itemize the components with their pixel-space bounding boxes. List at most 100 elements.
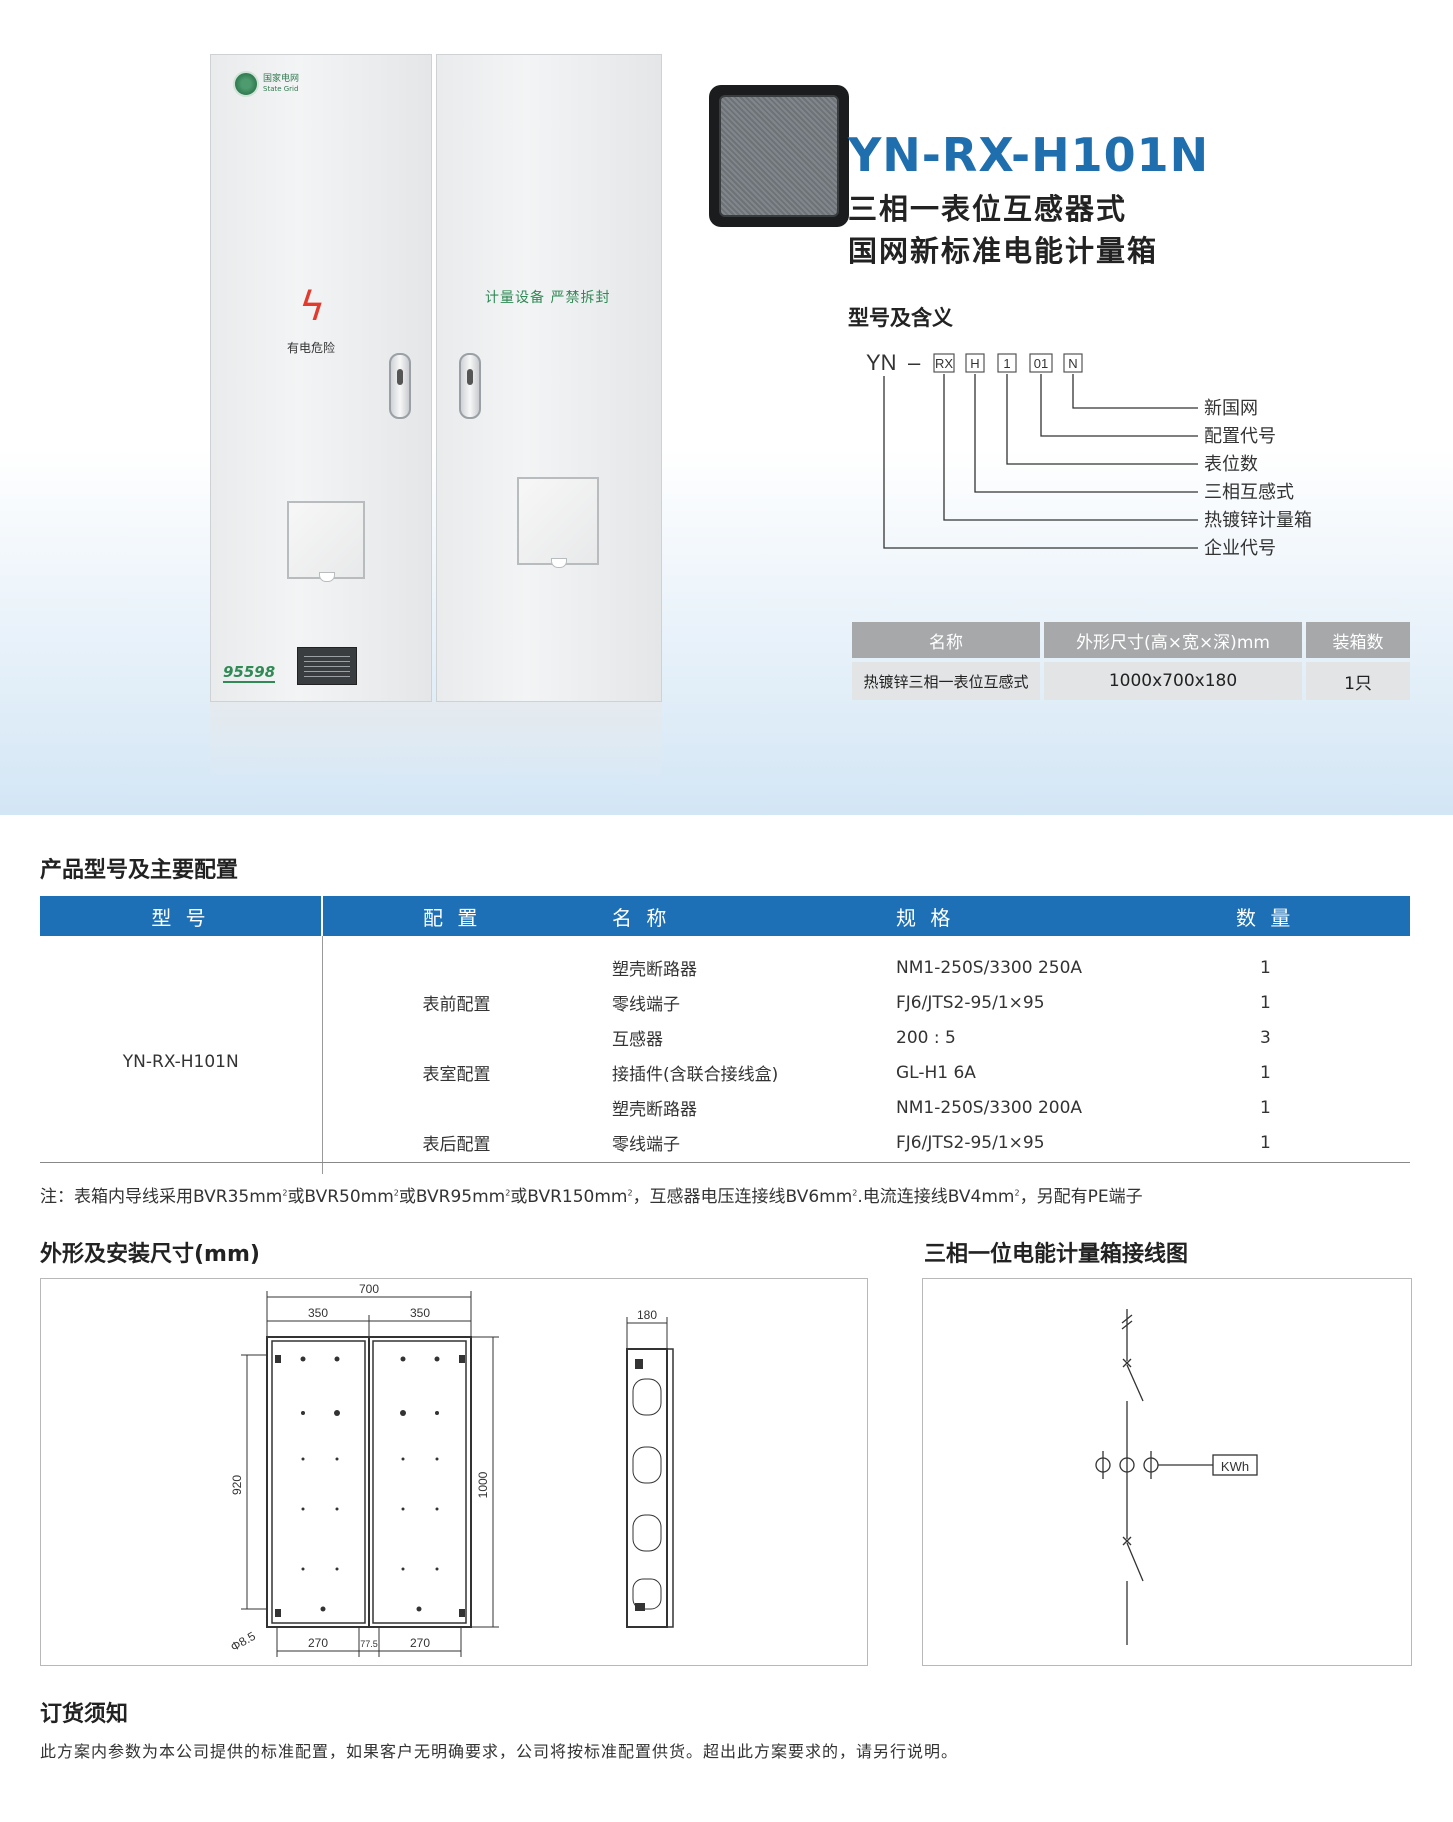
spec-header-qty: 装箱数 xyxy=(1306,622,1410,658)
cabinet-right-door: 计量设备 严禁拆封 xyxy=(436,54,849,702)
dim-bottom-left: 270 xyxy=(308,1636,328,1650)
table-row: 互感器 200 : 5 3 xyxy=(40,1020,1410,1055)
dimension-drawing-box: 700 350 350 920 1000 270 77.5 270 Φ8.5 1… xyxy=(40,1278,868,1666)
note-sup: 2 xyxy=(852,1188,858,1198)
left-door-handle xyxy=(389,353,411,419)
logo-text-cn: 国家电网 xyxy=(263,74,300,84)
config-header-model: 型 号 xyxy=(40,896,323,936)
spec-header-name: 名称 xyxy=(852,622,1040,658)
dim-height-total: 1000 xyxy=(476,1471,490,1498)
meaning-0: 新国网 xyxy=(1204,398,1258,418)
spec-cell-size: 1000x700x180 xyxy=(1044,662,1302,700)
config-group: 表后配置 xyxy=(422,1135,491,1155)
wiring-note: 注：表箱内导线采用BVR35mm2或BVR50mm2或BVR95mm2或BVR1… xyxy=(40,1182,1143,1207)
meaning-3: 三相互感式 xyxy=(1204,482,1294,502)
dim-bottom-mid: 77.5 xyxy=(360,1639,378,1649)
measure-warning: 计量设备 严禁拆封 xyxy=(485,290,611,306)
cabinet-photo: 国家电网 State Grid ϟ 有电危险 95598 计量设备 严禁拆封 xyxy=(210,54,849,702)
code-seg-1: H xyxy=(970,356,979,371)
note-part: 或BVR150mm xyxy=(510,1187,628,1207)
code-seg-0: RX xyxy=(935,356,953,371)
danger-label: 有电危险 xyxy=(287,341,336,355)
config-item-qty: 1 xyxy=(1260,1097,1271,1118)
wiring-diagram: KWh xyxy=(1095,1309,1258,1645)
state-grid-logo: 国家电网 State Grid xyxy=(233,71,299,97)
config-item-name: 互感器 xyxy=(612,1030,663,1050)
config-group: 表前配置 xyxy=(422,995,491,1015)
dim-hole: Φ8.5 xyxy=(228,1629,258,1654)
config-item-name: 塑壳断路器 xyxy=(612,1100,697,1120)
config-table: 型 号 配 置 名 称 规 格 数 量 YN-RX-H101N 塑壳断路器 NM… xyxy=(40,896,1410,1174)
config-group xyxy=(322,1020,572,1055)
config-item-qty: 1 xyxy=(1260,1062,1271,1083)
left-inspection-hatch xyxy=(287,501,365,582)
config-title: 产品型号及主要配置 xyxy=(40,858,239,883)
note-part: 表箱内导线采用BVR35mm xyxy=(74,1187,283,1207)
order-title: 订货须知 xyxy=(40,1702,129,1727)
config-group xyxy=(322,1090,572,1125)
config-item-qty: 1 xyxy=(1260,1132,1271,1153)
note-part: 或BVR95mm xyxy=(398,1187,506,1207)
config-item-name: 塑壳断路器 xyxy=(612,960,697,980)
config-item-spec: 200 : 5 xyxy=(896,1027,956,1048)
state-grid-logo-icon xyxy=(233,71,259,97)
dim-width-half-left: 350 xyxy=(308,1306,328,1320)
nameplate xyxy=(297,647,357,685)
dimension-drawing: 700 350 350 920 1000 270 77.5 270 Φ8.5 1… xyxy=(228,1282,674,1657)
meaning-2: 表位数 xyxy=(1204,454,1258,474)
right-inspection-hatch xyxy=(517,477,599,568)
note-sup: 2 xyxy=(505,1188,511,1198)
note-part: ，互感器电压连接线BV6mm xyxy=(632,1187,853,1207)
hero-section: 国家电网 State Grid ϟ 有电危险 95598 计量设备 严禁拆封 Y… xyxy=(0,0,1453,815)
dim-width-total: 700 xyxy=(359,1282,379,1296)
dim-bottom-right: 270 xyxy=(410,1636,430,1650)
code-seg-4: N xyxy=(1068,356,1077,371)
order-text: 此方案内参数为本公司提供的标准配置，如果客户无明确要求，公司将按标准配置供货。超… xyxy=(40,1742,959,1761)
note-part: ，另配有PE端子 xyxy=(1019,1187,1143,1207)
meaning-1: 配置代号 xyxy=(1204,426,1276,446)
note-part: 或BVR50mm xyxy=(287,1187,394,1207)
note-part: .电流连接线BV4mm xyxy=(857,1187,1015,1207)
product-subtitle-2: 国网新标准电能计量箱 xyxy=(848,234,1159,268)
config-group: 表室配置 xyxy=(422,1065,491,1085)
spec-cell-qty: 1只 xyxy=(1306,662,1410,700)
dim-width-half-right: 350 xyxy=(410,1306,430,1320)
meaning-4: 热镀锌计量箱 xyxy=(1204,510,1312,530)
model-meaning-title: 型号及含义 xyxy=(848,306,953,330)
spec-header-size: 外形尺寸(高×宽×深)mm xyxy=(1044,622,1302,658)
note-sup: 2 xyxy=(282,1188,288,1198)
config-item-name: 零线端子 xyxy=(612,995,680,1015)
kwh-meter-label: KWh xyxy=(1221,1459,1249,1474)
note-label: 注： xyxy=(40,1187,74,1207)
right-door-handle xyxy=(459,353,481,419)
table-row: 表后配置 零线端子 FJ6/JTS2-95/1×95 1 xyxy=(40,1125,1410,1174)
dim-depth: 180 xyxy=(637,1308,657,1322)
dim-height-inner: 920 xyxy=(230,1475,244,1495)
code-prefix: YN xyxy=(866,350,897,375)
meter-viewing-window xyxy=(709,85,849,227)
config-item-spec: NM1-250S/3300 200A xyxy=(896,1097,1083,1118)
note-sup: 2 xyxy=(393,1188,399,1198)
hotline-logo: 95598 xyxy=(223,663,276,683)
config-group xyxy=(322,936,572,985)
product-subtitle-1: 三相一表位互感器式 xyxy=(848,192,1128,226)
lightning-bolt-icon: ϟ xyxy=(299,284,326,330)
dimensions-title: 外形及安装尺寸(mm) xyxy=(40,1242,260,1267)
table-row: 表室配置 接插件(含联合接线盒) GL-H1 6A 1 xyxy=(40,1055,1410,1090)
model-code-diagram: YN – RX H 1 01 N 新国网 配置代号 表位数 xyxy=(866,350,1312,558)
config-header-spec: 规 格 xyxy=(856,896,1166,936)
table-row: 塑壳断路器 NM1-250S/3300 200A 1 xyxy=(40,1090,1410,1125)
note-sup: 2 xyxy=(1014,1188,1020,1198)
code-seg-3: 01 xyxy=(1034,356,1048,371)
wiring-title: 三相一位电能计量箱接线图 xyxy=(924,1242,1189,1267)
config-item-qty: 3 xyxy=(1260,1027,1271,1048)
config-item-spec: FJ6/JTS2-95/1×95 xyxy=(896,1132,1045,1153)
config-header-name: 名 称 xyxy=(572,896,856,936)
note-sup: 2 xyxy=(627,1188,633,1198)
table-row: YN-RX-H101N 塑壳断路器 NM1-250S/3300 250A 1 xyxy=(40,936,1410,1174)
config-item-spec: GL-H1 6A xyxy=(896,1062,976,1083)
config-item-spec: NM1-250S/3300 250A xyxy=(896,957,1083,978)
logo-text-en: State Grid xyxy=(263,85,299,93)
config-item-name: 接插件(含联合接线盒) xyxy=(612,1065,779,1085)
cabinet-reflection xyxy=(210,702,662,782)
